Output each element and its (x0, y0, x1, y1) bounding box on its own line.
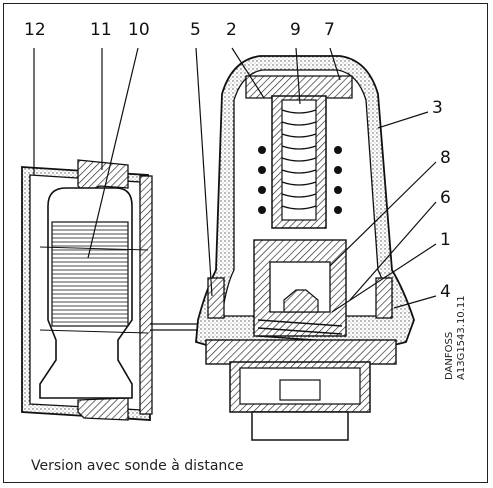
drawing-code: DANFOSS A13G1543.10.11 (444, 295, 472, 380)
callout-7: 7 (324, 20, 335, 40)
drawing-code-number: A13G1543.10.11 (456, 295, 467, 380)
callout-11: 11 (90, 20, 112, 40)
callout-12: 12 (24, 20, 46, 40)
remote-sensor (21, 159, 210, 421)
callout-6: 6 (440, 188, 451, 208)
callout-2: 2 (226, 20, 237, 40)
callout-8: 8 (440, 148, 451, 168)
callout-9: 9 (290, 20, 301, 40)
leader-lines (33, 47, 437, 313)
callout-3: 3 (432, 98, 443, 118)
callout-1: 1 (440, 230, 451, 250)
callout-5: 5 (190, 20, 201, 40)
drawing-code-brand: DANFOSS (444, 331, 455, 380)
callout-4: 4 (440, 282, 451, 302)
valve-head (195, 55, 415, 441)
callout-10: 10 (128, 20, 150, 40)
figure-caption: Version avec sonde à distance (31, 458, 244, 474)
